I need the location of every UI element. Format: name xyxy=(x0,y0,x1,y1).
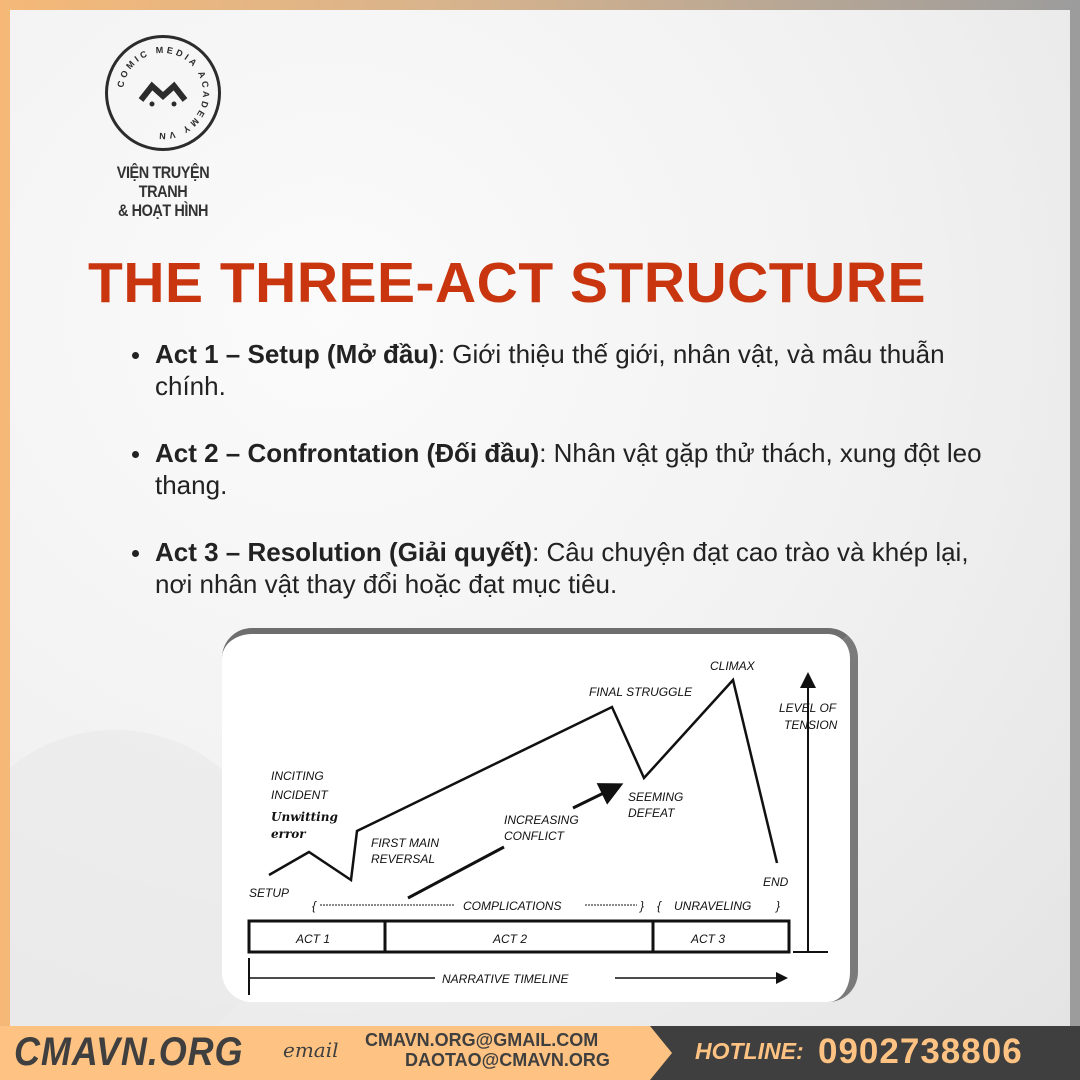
logo-m-icon: COMIC MEDIA ACADEMY VN xyxy=(115,45,208,141)
email-label: email xyxy=(283,1038,339,1062)
list-item: Act 1 – Setup (Mở đầu): Giới thiệu thế g… xyxy=(130,338,1010,402)
hotline-number[interactable]: 0902738806 xyxy=(818,1032,1023,1071)
svg-text:error: error xyxy=(271,827,307,841)
svg-text:{: { xyxy=(657,899,662,913)
label-end: END xyxy=(763,875,789,889)
label-level-of-tension: LEVEL OF xyxy=(779,701,837,715)
label-unraveling: UNRAVELING xyxy=(674,899,751,913)
label-climax: CLIMAX xyxy=(710,659,756,673)
label-inciting: INCITING xyxy=(271,769,324,783)
label-act-2: ACT 2 xyxy=(492,932,527,946)
logo-text: VIỆN TRUYỆN TRANH& HOẠT HÌNH xyxy=(116,163,210,220)
svg-text:DEFEAT: DEFEAT xyxy=(628,806,676,820)
increasing-conflict-arrow xyxy=(407,845,505,900)
svg-text:}: } xyxy=(775,899,780,913)
svg-text:TENSION: TENSION xyxy=(784,718,838,732)
email-link[interactable]: CMAVN.ORG@GMAIL.COM xyxy=(365,1030,599,1050)
arrowhead-icon xyxy=(572,783,624,810)
logo: COMIC MEDIA ACADEMY VN VIỆN TRUYỆN TRANH… xyxy=(88,35,238,220)
email-link[interactable]: DAOTAO@CMAVN.ORG xyxy=(405,1050,610,1070)
label-setup: SETUP xyxy=(249,886,289,900)
three-act-diagram: { } { } SETUP INCITING INCIDENT Unwittin… xyxy=(222,628,858,1002)
label-act-3: ACT 3 xyxy=(690,932,725,946)
act-list: Act 1 – Setup (Mở đầu): Giới thiệu thế g… xyxy=(130,338,1010,635)
footer: CMAVN.ORG email CMAVN.ORG@GMAIL.COM DAOT… xyxy=(0,1026,1080,1080)
tension-line xyxy=(268,677,779,883)
label-act-1: ACT 1 xyxy=(295,932,330,946)
label-increasing-conflict: INCREASING xyxy=(504,813,579,827)
svg-text:INCIDENT: INCIDENT xyxy=(271,788,329,802)
list-item: Act 3 – Resolution (Giải quyết): Câu chu… xyxy=(130,536,1010,600)
label-complications: COMPLICATIONS xyxy=(463,899,561,913)
svg-text:{: { xyxy=(312,899,317,913)
label-final-struggle: FINAL STRUGGLE xyxy=(589,685,693,699)
act-bar xyxy=(247,919,791,954)
hotline-label: HOTLINE: xyxy=(695,1038,804,1064)
svg-text:REVERSAL: REVERSAL xyxy=(371,852,435,866)
website-link[interactable]: CMAVN.ORG xyxy=(14,1030,244,1074)
label-first-main-reversal: FIRST MAIN xyxy=(371,836,439,850)
list-item: Act 2 – Confrontation (Đối đầu): Nhân vậ… xyxy=(130,437,1010,501)
logo-seal: COMIC MEDIA ACADEMY VN xyxy=(105,35,221,151)
label-unwitting-error: Unwitting xyxy=(271,810,338,824)
page-title: THE THREE-ACT STRUCTURE xyxy=(88,251,926,315)
svg-text:}: } xyxy=(639,899,644,913)
label-narrative-timeline: NARRATIVE TIMELINE xyxy=(442,972,569,986)
label-seeming-defeat: SEEMING xyxy=(628,790,683,804)
email-addresses: CMAVN.ORG@GMAIL.COM DAOTAO@CMAVN.ORG xyxy=(365,1030,610,1070)
svg-text:CONFLICT: CONFLICT xyxy=(504,829,566,843)
